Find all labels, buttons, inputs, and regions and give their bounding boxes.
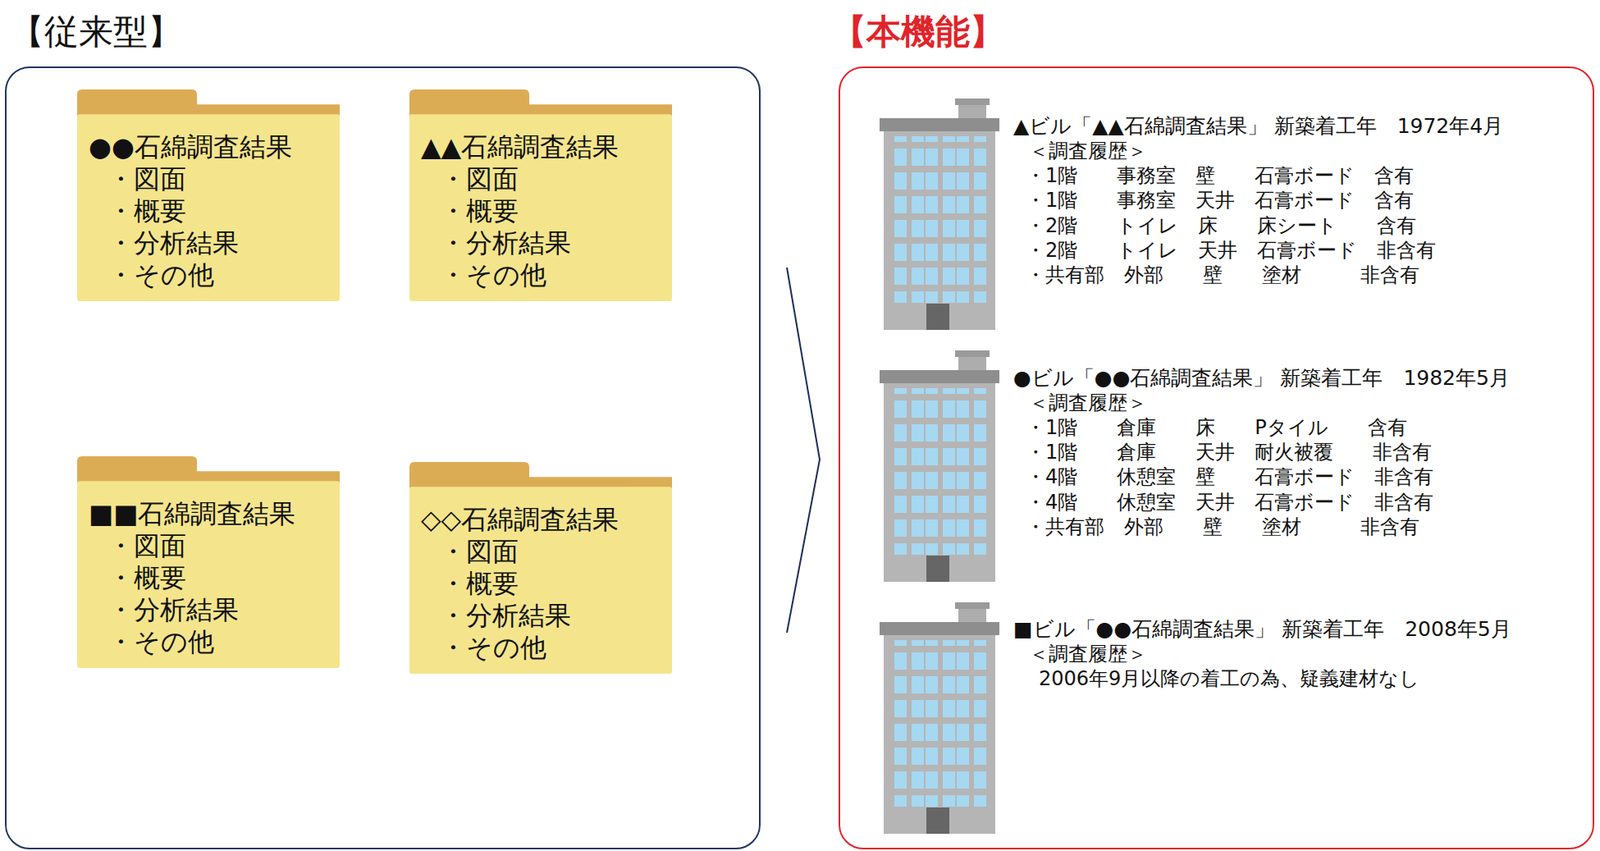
survey-line: ・1階 事務室 天井 石膏ボード 含有 xyxy=(1025,187,1414,213)
building-icon xyxy=(879,98,1000,330)
folder-box: ■■石綿調査結果・図面・概要・分析結果・その他 xyxy=(77,456,340,668)
survey-line: ・1階 倉庫 床 Pタイル 含有 xyxy=(1025,415,1408,440)
folder-item: ・その他 xyxy=(420,259,664,292)
folder-item: ・分析結果 xyxy=(88,227,332,260)
folder-item: ・概要 xyxy=(420,567,664,600)
survey-line: ＜調査履歴＞ xyxy=(1028,641,1148,667)
panel-heading: 【本機能】 xyxy=(832,9,1005,55)
folder-item: ・図面 xyxy=(420,535,664,568)
chevron-arrow xyxy=(786,267,820,633)
folder-item: ・概要 xyxy=(88,195,332,228)
survey-line: ＜調査履歴＞ xyxy=(1028,390,1148,416)
panel-frame: 【従来型】●●石綿調査結果・図面・概要・分析結果・その他▲▲石綿調査結果・図面・… xyxy=(4,66,761,850)
folder-title: ●●石綿調査結果 xyxy=(88,130,332,164)
survey-line: ・共有部 外部 壁 塗材 非含有 xyxy=(1025,514,1420,540)
folder-item: ・分析結果 xyxy=(420,599,664,632)
folder-item: ・概要 xyxy=(420,195,664,228)
folder-item: ・その他 xyxy=(88,259,332,292)
building-icon xyxy=(879,350,1000,582)
folder-title: ■■石綿調査結果 xyxy=(88,497,332,531)
survey-line: ・4階 休憩室 壁 石膏ボード 非含有 xyxy=(1025,464,1434,490)
survey-line: ・共有部 外部 壁 塗材 非含有 xyxy=(1025,262,1420,288)
building-icon xyxy=(879,602,1000,834)
folder-item: ・図面 xyxy=(88,530,332,563)
folder-item: ・その他 xyxy=(420,631,664,664)
building-heading: ■ビル「●●石綿調査結果」 新築着工年 2008年5月 xyxy=(1013,617,1512,642)
survey-line: ・2階 トイレ 天井 石膏ボード 非含有 xyxy=(1025,237,1436,263)
survey-line: ・2階 トイレ 床 床シート 含有 xyxy=(1025,213,1417,238)
folder-title: ◇◇石綿調査結果 xyxy=(420,502,664,536)
building-heading: ▲ビル「▲▲石綿調査結果」 新築着工年 1972年4月 xyxy=(1013,114,1504,139)
panel-heading: 【従来型】 xyxy=(9,9,183,55)
folder-item: ・図面 xyxy=(88,163,332,196)
folder-item: ・分析結果 xyxy=(420,227,664,260)
folder-box: ▲▲石綿調査結果・図面・概要・分析結果・その他 xyxy=(409,89,672,302)
survey-line: ・4階 休憩室 天井 石膏ボード 非含有 xyxy=(1025,489,1434,515)
folder-item: ・その他 xyxy=(88,626,332,659)
folder-box: ◇◇石綿調査結果・図面・概要・分析結果・その他 xyxy=(409,461,672,674)
building-heading: ●ビル「●●石綿調査結果」 新築着工年 1982年5月 xyxy=(1013,365,1510,391)
folder-item: ・分析結果 xyxy=(88,594,332,627)
folder-box: ●●石綿調査結果・図面・概要・分析結果・その他 xyxy=(77,89,340,302)
survey-line: ＜調査履歴＞ xyxy=(1028,138,1148,164)
folder-item: ・図面 xyxy=(420,163,664,196)
folder-item: ・概要 xyxy=(88,562,332,595)
folder-title: ▲▲石綿調査結果 xyxy=(420,130,664,164)
survey-line: 2006年9月以降の着工の為、疑義建材なし xyxy=(1038,666,1420,691)
survey-line: ・1階 倉庫 天井 耐火被覆 非含有 xyxy=(1025,439,1432,465)
survey-line: ・1階 事務室 壁 石膏ボード 含有 xyxy=(1025,163,1414,188)
